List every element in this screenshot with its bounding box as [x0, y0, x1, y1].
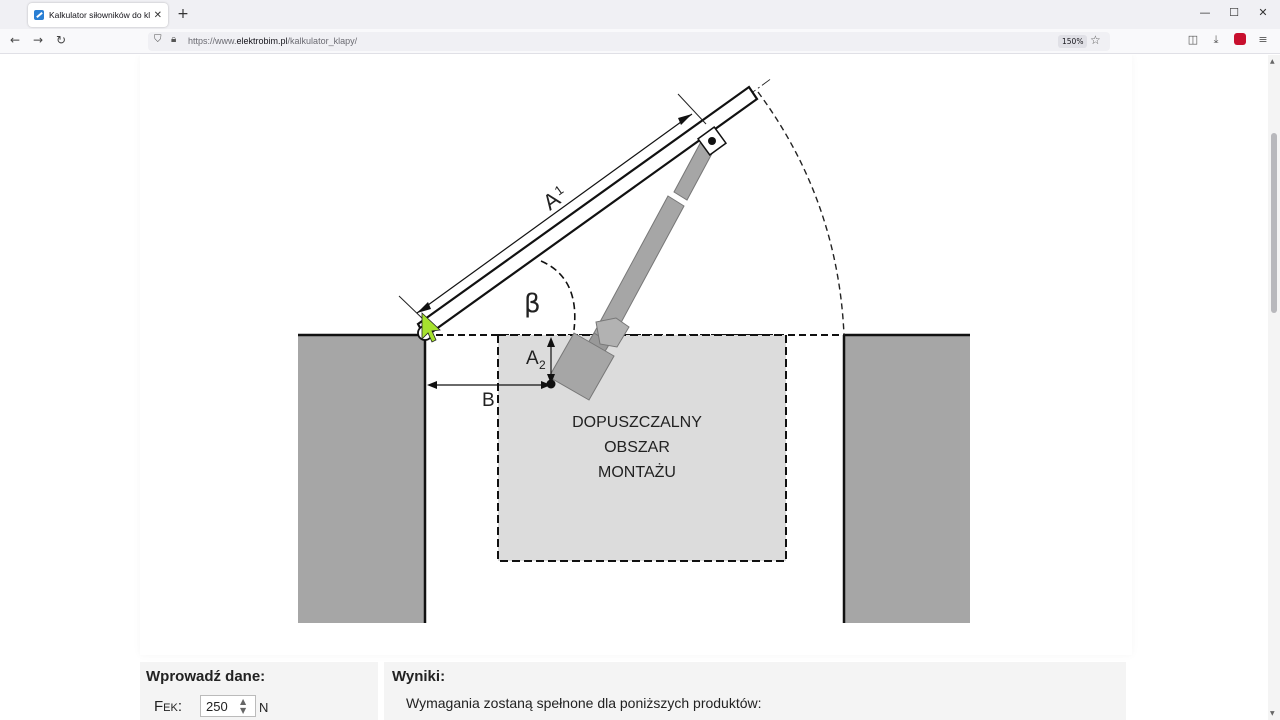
scroll-up-icon[interactable]: ▲ [1270, 58, 1275, 65]
label-beta: β [524, 289, 541, 319]
fek-label: FEK: [154, 698, 183, 715]
scroll-down-icon[interactable]: ▼ [1270, 710, 1275, 717]
label-a2-subscript: 2 [539, 358, 546, 372]
beta-angle-arc [540, 260, 576, 331]
scroll-thumb[interactable] [1271, 133, 1277, 313]
left-wall [298, 335, 425, 623]
mouse-cursor-icon [421, 312, 441, 343]
area-label-line1: DOPUSZCZALNY [572, 414, 702, 431]
browser-tab[interactable]: Kalkulator siłowników do klap E ✕ [28, 3, 168, 27]
results-text: Wymagania zostaną spełnone dla poniższyc… [406, 695, 762, 711]
fek-unit: N [259, 700, 269, 715]
tab-title: Kalkulator siłowników do klap E [49, 10, 150, 20]
flap-actuator-diagram: DOPUSZCZALNY OBSZAR MONTAŻU A 1 β [298, 77, 970, 623]
navigation-bar: ← → ↻ ⛉ 🔒︎ https://www.elektrobim.pl/kal… [0, 29, 1280, 54]
url-text[interactable]: https://www.elektrobim.pl/kalkulator_kla… [188, 36, 358, 46]
reload-icon[interactable]: ↻ [55, 33, 67, 47]
actuator-motor [548, 332, 615, 401]
menu-icon[interactable]: ≡ [1258, 33, 1268, 46]
address-bar[interactable]: ⛉ 🔒︎ https://www.elektrobim.pl/kalkulato… [148, 32, 1110, 51]
label-b: B [482, 390, 495, 411]
right-wall [844, 335, 970, 623]
forward-arrow-icon[interactable]: → [32, 33, 44, 47]
results-panel: Wyniki: Wymagania zostaną spełnone dla p… [384, 662, 1126, 720]
results-heading: Wyniki: [392, 668, 446, 685]
bookmark-star-icon[interactable]: ☆ [1090, 33, 1101, 47]
lock-icon[interactable]: 🔒︎ [171, 34, 177, 45]
download-icon[interactable]: ⤓ [1213, 33, 1219, 46]
pocket-icon[interactable]: ◫ [1187, 33, 1199, 46]
fek-input[interactable] [200, 695, 256, 717]
maximize-icon[interactable]: ☐ [1229, 6, 1239, 19]
mounting-area [497, 334, 787, 562]
extension-icon[interactable] [1234, 33, 1246, 45]
back-arrow-icon[interactable]: ← [9, 33, 21, 47]
area-label-line3: MONTAŻU [598, 462, 676, 481]
page-content: DOPUSZCZALNY OBSZAR MONTAŻU A 1 β [0, 55, 1268, 720]
site-favicon-icon [34, 10, 44, 20]
flap-bar [416, 85, 759, 339]
page-scrollbar[interactable]: ▲ ▼ [1268, 55, 1280, 720]
input-heading: Wprowadź dane: [146, 668, 266, 685]
tab-bar: Kalkulator siłowników do klap E ✕ + — ☐ … [0, 0, 1280, 29]
input-panel: Wprowadź dane: [140, 662, 378, 720]
new-tab-button[interactable]: + [177, 6, 189, 22]
minimize-icon[interactable]: — [1199, 6, 1211, 19]
fek-spinner-icon[interactable]: ▲▼ [240, 697, 247, 715]
area-label-line2: OBSZAR [604, 439, 670, 456]
label-a2: A [526, 348, 539, 369]
swing-arc [757, 91, 845, 336]
close-tab-icon[interactable]: ✕ [153, 9, 162, 21]
close-window-icon[interactable]: ✕ [1258, 6, 1268, 19]
shield-icon[interactable]: ⛉ [154, 34, 162, 45]
zoom-level-badge[interactable]: 150% [1058, 35, 1088, 48]
